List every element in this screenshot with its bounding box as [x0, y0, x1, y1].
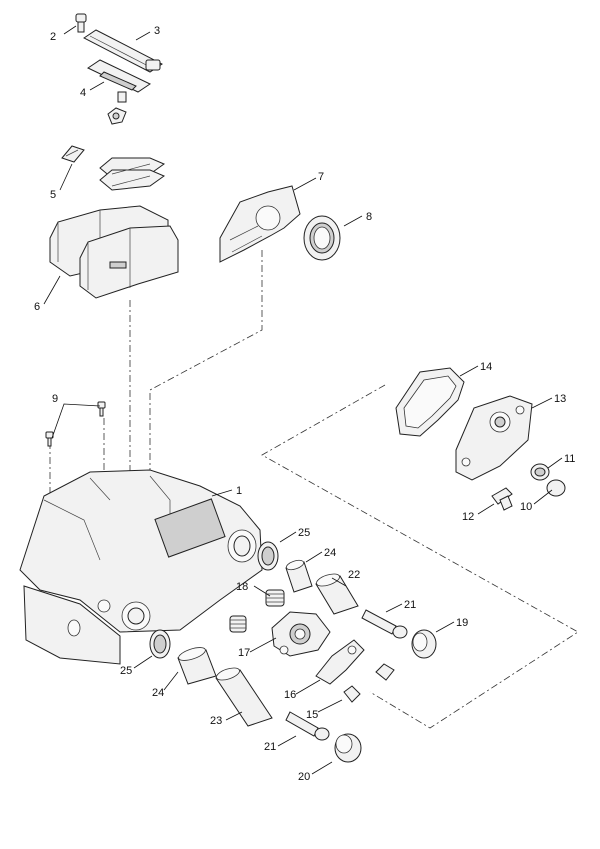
callout-21-lower: 21 — [264, 741, 276, 753]
part-3-retaining-bar — [83, 29, 163, 73]
part-5-pad-springs — [61, 145, 166, 191]
part-20-cap — [334, 733, 362, 763]
part-8-seal — [303, 215, 341, 261]
callout-24-lower: 24 — [152, 687, 164, 699]
callout-9: 9 — [52, 393, 58, 405]
callout-3: 3 — [154, 25, 160, 37]
callout-16: 16 — [284, 689, 296, 701]
part-16-lever — [315, 639, 395, 685]
part-25-seal-lower — [149, 629, 171, 659]
callout-18: 18 — [236, 581, 248, 593]
callout-4: 4 — [80, 87, 86, 99]
callout-25-lower: 25 — [120, 665, 132, 677]
callout-11: 11 — [564, 453, 575, 465]
callout-24-upper: 24 — [324, 547, 336, 559]
callout-2: 2 — [50, 31, 56, 43]
part-18-springs — [229, 589, 285, 633]
callout-22: 22 — [348, 569, 360, 581]
callout-15: 15 — [306, 709, 318, 721]
callout-10: 10 — [520, 501, 532, 513]
callout-1: 1 — [236, 485, 242, 497]
part-15-clip — [343, 685, 361, 703]
part-17-adjuster — [271, 611, 331, 657]
part-24-bushing-upper — [285, 559, 313, 593]
part-10-plug — [546, 479, 566, 497]
part-21-bolt-upper — [361, 609, 408, 639]
callout-23: 23 — [210, 715, 222, 727]
callout-19: 19 — [456, 617, 468, 629]
callout-25-upper: 25 — [298, 527, 310, 539]
part-9-screws — [45, 401, 106, 447]
part-21-bolt-lower — [285, 711, 330, 741]
part-12-bolt — [491, 487, 513, 511]
part-24-bushing-lower — [177, 647, 217, 685]
part-25-seal-upper — [257, 541, 279, 571]
callout-20: 20 — [298, 771, 310, 783]
callout-8: 8 — [366, 211, 372, 223]
part-22-guide-sleeve — [315, 573, 359, 615]
part-1-caliper-housing — [19, 469, 263, 665]
callout-12: 12 — [462, 511, 474, 523]
callout-13: 13 — [554, 393, 566, 405]
callout-21-upper: 21 — [404, 599, 416, 611]
callout-17: 17 — [238, 647, 250, 659]
callout-labels: 2 3 4 5 6 7 8 9 1 14 13 11 10 12 25 24 2… — [34, 25, 575, 783]
callout-7: 7 — [318, 171, 324, 183]
part-14-gasket — [395, 367, 465, 437]
part-19-cap — [411, 629, 437, 659]
part-23-guide-sleeve-long — [215, 667, 273, 727]
part-13-housing-cover — [455, 395, 533, 481]
callout-5: 5 — [50, 189, 56, 201]
part-7-cover-plate — [219, 185, 301, 263]
callout-6: 6 — [34, 301, 40, 313]
leader-lines — [43, 25, 563, 775]
part-11-cap — [530, 463, 550, 481]
part-6-brake-pads — [49, 205, 179, 299]
callout-14: 14 — [480, 361, 492, 373]
part-4-wear-indicator — [86, 59, 152, 125]
part-2-screw — [75, 13, 87, 33]
